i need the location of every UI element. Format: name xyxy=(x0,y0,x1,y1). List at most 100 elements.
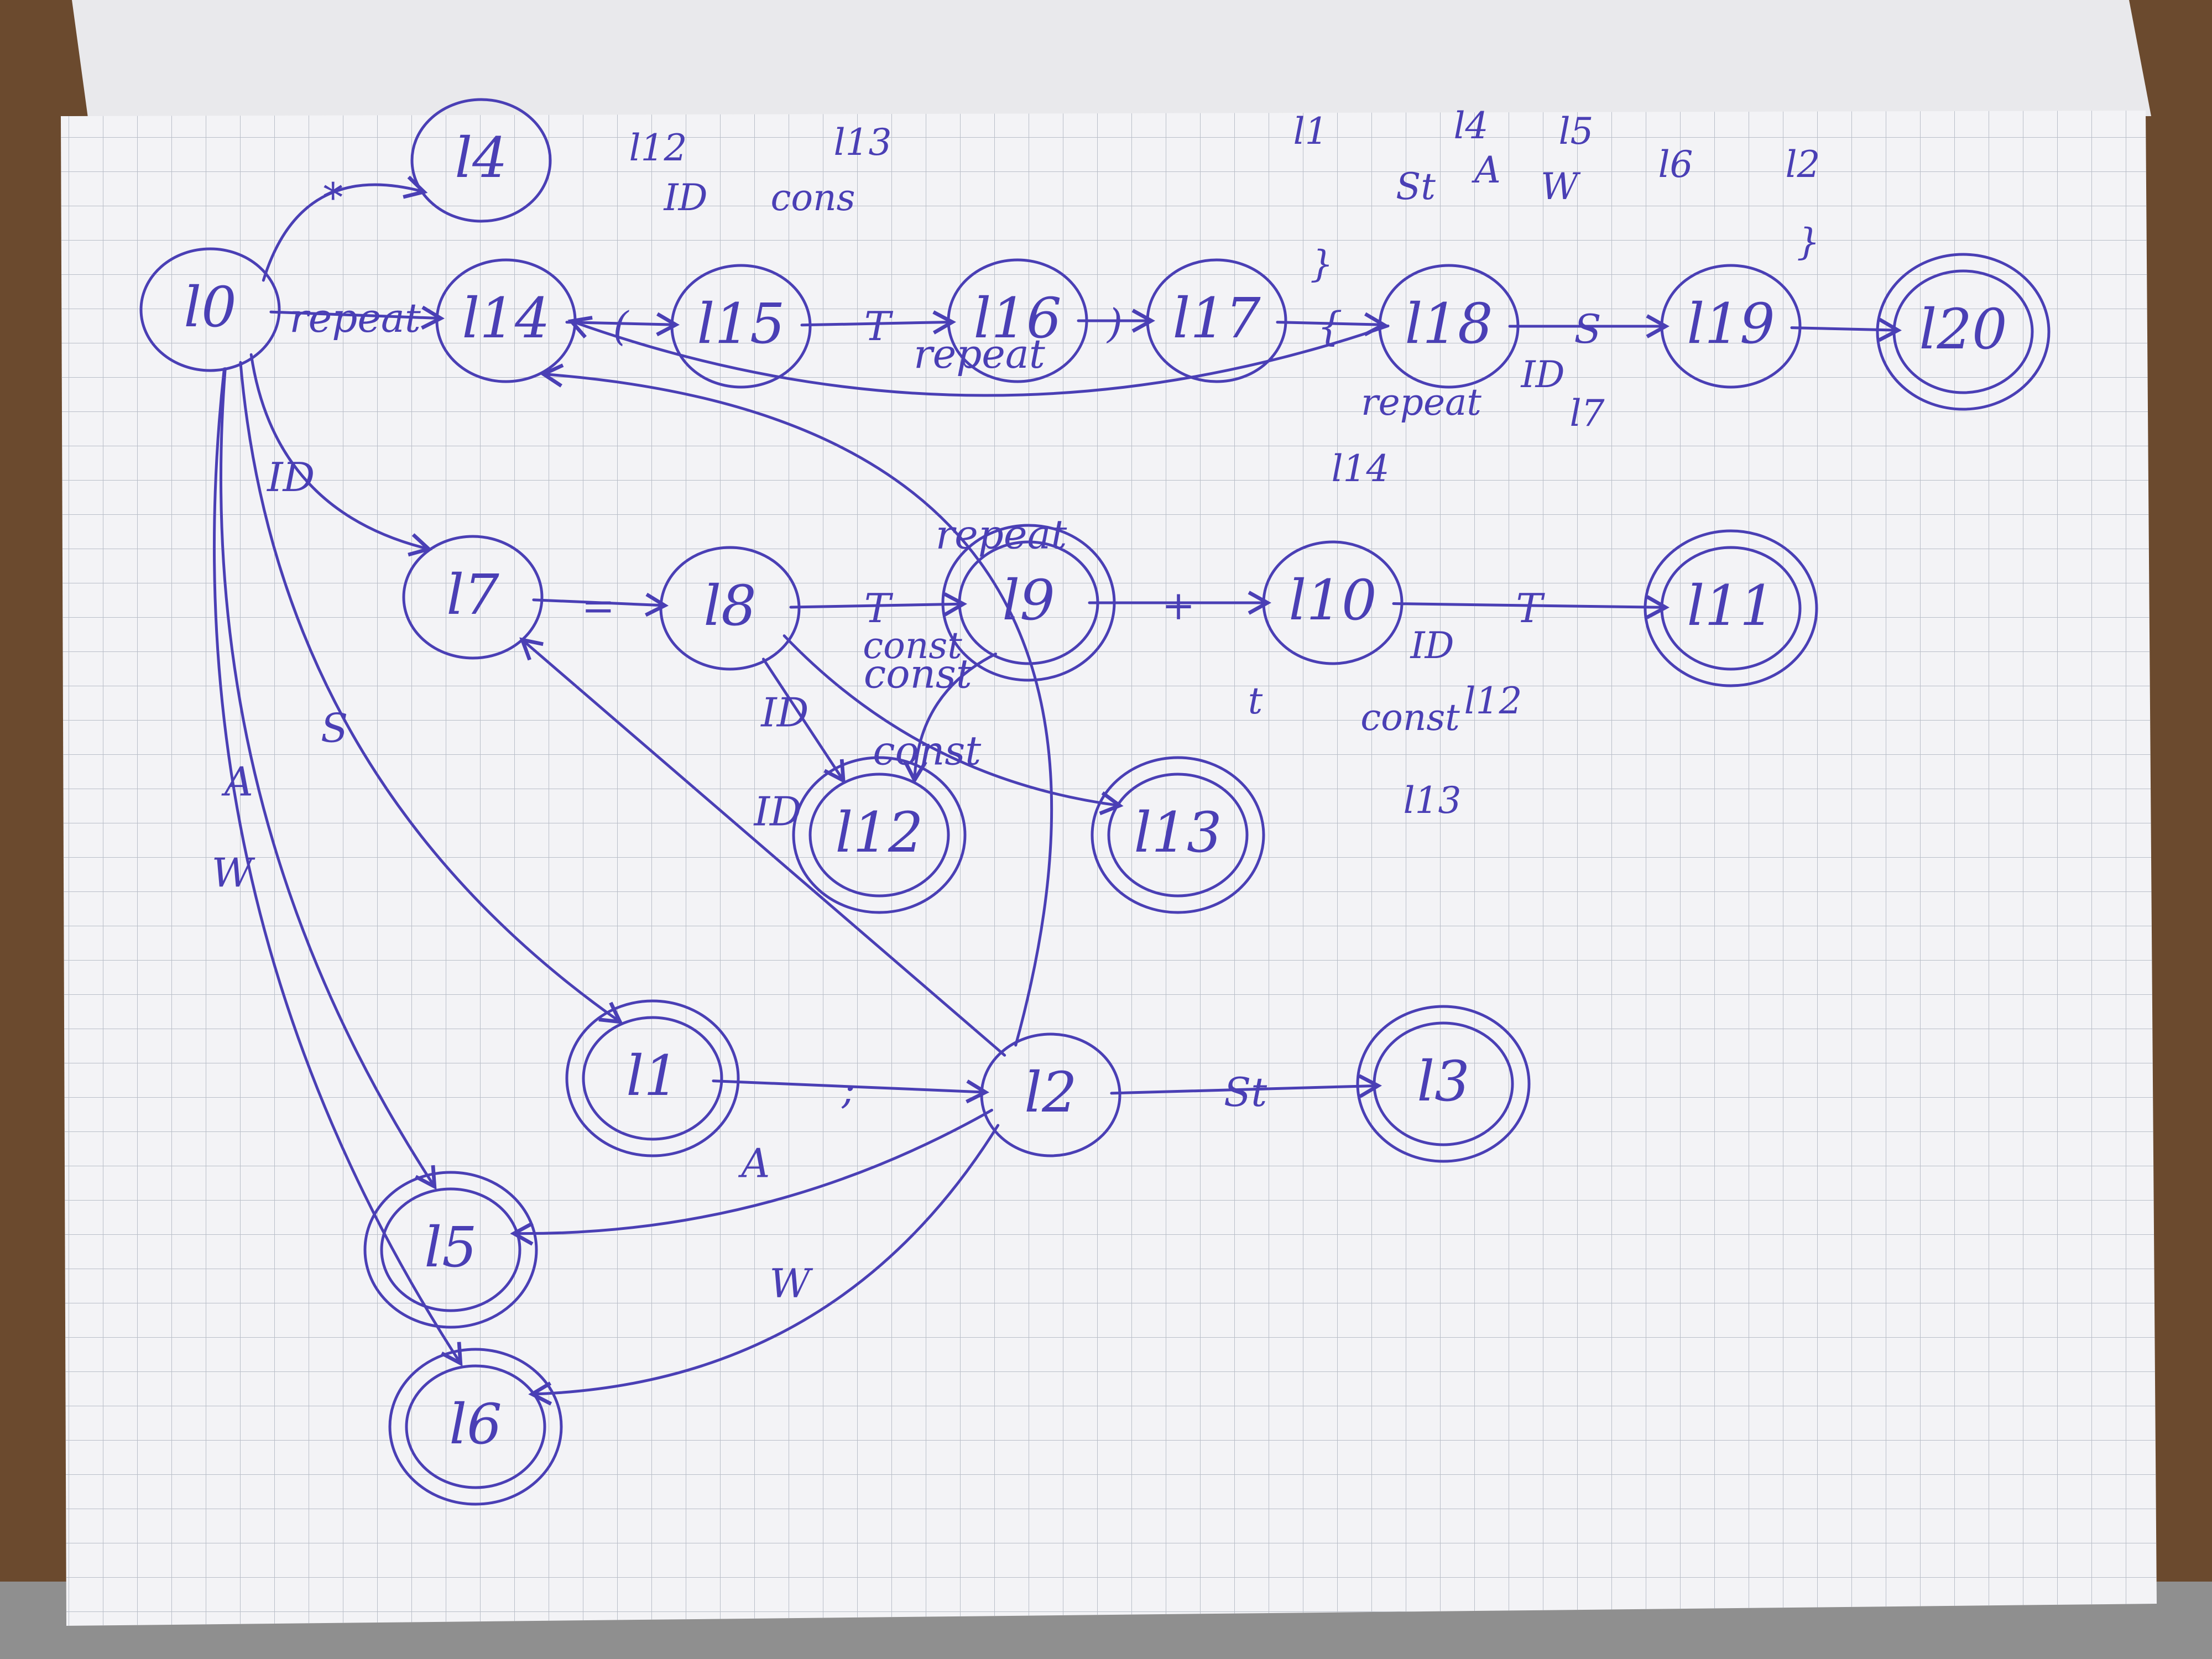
state-circle xyxy=(947,258,1088,383)
edge-line xyxy=(249,353,433,557)
edge-label: ID xyxy=(266,454,315,500)
edge-line xyxy=(789,592,967,617)
state-label: l15 xyxy=(697,291,785,356)
stub-label: l5 xyxy=(1558,110,1593,153)
state-circle xyxy=(1378,264,1520,389)
state-circle xyxy=(659,546,801,671)
state-q18: l18 xyxy=(1378,264,1520,389)
accepting-ring xyxy=(941,524,1116,682)
state-q8: l8 xyxy=(659,546,801,671)
state-q11: l11 xyxy=(1644,529,1818,687)
state-label: l13 xyxy=(1134,800,1222,865)
edge-q9-q12: const xyxy=(864,650,998,784)
state-circle xyxy=(1107,773,1249,898)
edge-line xyxy=(528,1124,1000,1406)
edge-q2-q5: A xyxy=(510,1108,993,1246)
stub-label: ID xyxy=(664,176,708,219)
edges-layer: *repeat(T){SrepeatID=T+TIDconstconstS;St… xyxy=(212,174,1902,1406)
edge-label: S xyxy=(321,705,348,751)
accepting-ring xyxy=(1356,1005,1531,1163)
edge-line xyxy=(567,316,1390,397)
edge-label: repeat xyxy=(289,295,421,341)
state-label: l5 xyxy=(424,1215,477,1280)
state-label: l20 xyxy=(1919,297,2007,362)
edge-line xyxy=(213,367,463,1367)
state-label: l1 xyxy=(626,1044,679,1108)
accepting-ring xyxy=(388,1348,563,1506)
state-q16: l16 xyxy=(947,258,1088,383)
stub-label: l6 xyxy=(1658,143,1693,186)
stub-label: W xyxy=(1541,165,1581,208)
stub-label: l7 xyxy=(1569,392,1604,435)
edge-line xyxy=(782,634,1124,816)
state-q9: l9 xyxy=(941,524,1116,682)
stub-label: A xyxy=(1471,149,1501,191)
edge-label: T xyxy=(864,585,894,632)
state-circle xyxy=(1146,258,1287,383)
state-q10: l10 xyxy=(1262,540,1404,665)
state-label: l0 xyxy=(184,275,237,340)
edge-line xyxy=(1110,1074,1382,1098)
edge-label: * xyxy=(323,174,343,221)
stub-label: l12 xyxy=(629,127,687,169)
state-q2: l2 xyxy=(980,1032,1121,1157)
stub-label: const xyxy=(863,624,962,667)
state-circle xyxy=(435,258,577,383)
edge-q15-q16: T xyxy=(800,303,956,349)
edge-line xyxy=(712,1079,990,1104)
state-label: l12 xyxy=(835,800,923,865)
stub-label: repeat xyxy=(1361,381,1481,424)
edge-q2-q3: St xyxy=(1110,1069,1382,1115)
edge-q19-q20 xyxy=(1790,317,1902,342)
state-label: l6 xyxy=(449,1392,502,1457)
notebook-top-page xyxy=(72,0,2151,122)
edge-line xyxy=(800,310,956,335)
edge-label: ) xyxy=(1106,300,1123,347)
state-circle xyxy=(980,1032,1121,1157)
state-label: l19 xyxy=(1687,291,1775,356)
stub-label: t xyxy=(1248,680,1263,722)
state-q3: l3 xyxy=(1356,1005,1531,1163)
state-q20: l20 xyxy=(1876,253,2051,411)
state-q13: l13 xyxy=(1091,756,1265,914)
edge-line xyxy=(269,305,445,330)
edge-label: const xyxy=(864,650,973,697)
edge-line xyxy=(219,367,437,1190)
edge-label: A xyxy=(221,758,253,805)
accepting-ring xyxy=(1644,529,1818,687)
accepting-ring xyxy=(363,1171,538,1329)
edge-label: A xyxy=(738,1140,770,1186)
state-label: l11 xyxy=(1687,573,1775,638)
stub-label: cons xyxy=(770,176,855,219)
state-label: l2 xyxy=(1024,1060,1077,1125)
edge-line xyxy=(762,658,846,784)
stub-label: l13 xyxy=(1403,779,1461,822)
edge-q2-q6: W xyxy=(528,1124,1000,1406)
state-label: l16 xyxy=(973,286,1061,351)
edge-line xyxy=(539,363,1053,1047)
state-circle xyxy=(410,98,552,223)
state-label: l9 xyxy=(1002,568,1055,633)
state-label: l17 xyxy=(1172,286,1261,351)
state-label: l14 xyxy=(462,286,550,351)
edge-label: ( xyxy=(613,303,630,349)
edge-q8-q13: const xyxy=(782,634,1124,816)
state-circle xyxy=(808,773,950,898)
state-circle xyxy=(1660,546,1802,671)
edge-q0-q6: W xyxy=(212,367,463,1367)
stub-label: l12 xyxy=(1464,680,1522,722)
edge-q10-q11: T xyxy=(1392,585,1670,632)
stub-label: l2 xyxy=(1785,143,1820,186)
edge-q0-q7: ID xyxy=(249,353,433,557)
stub-label: ID xyxy=(1521,353,1565,396)
edge-label: T xyxy=(1516,585,1545,632)
stub-label: } xyxy=(1797,221,1820,263)
state-circle xyxy=(958,540,1099,665)
edge-line xyxy=(532,592,669,617)
edge-label: = xyxy=(582,582,615,629)
stub-label: St xyxy=(1396,165,1436,208)
stub-label: l4 xyxy=(1453,105,1488,147)
state-circle xyxy=(1262,540,1404,665)
